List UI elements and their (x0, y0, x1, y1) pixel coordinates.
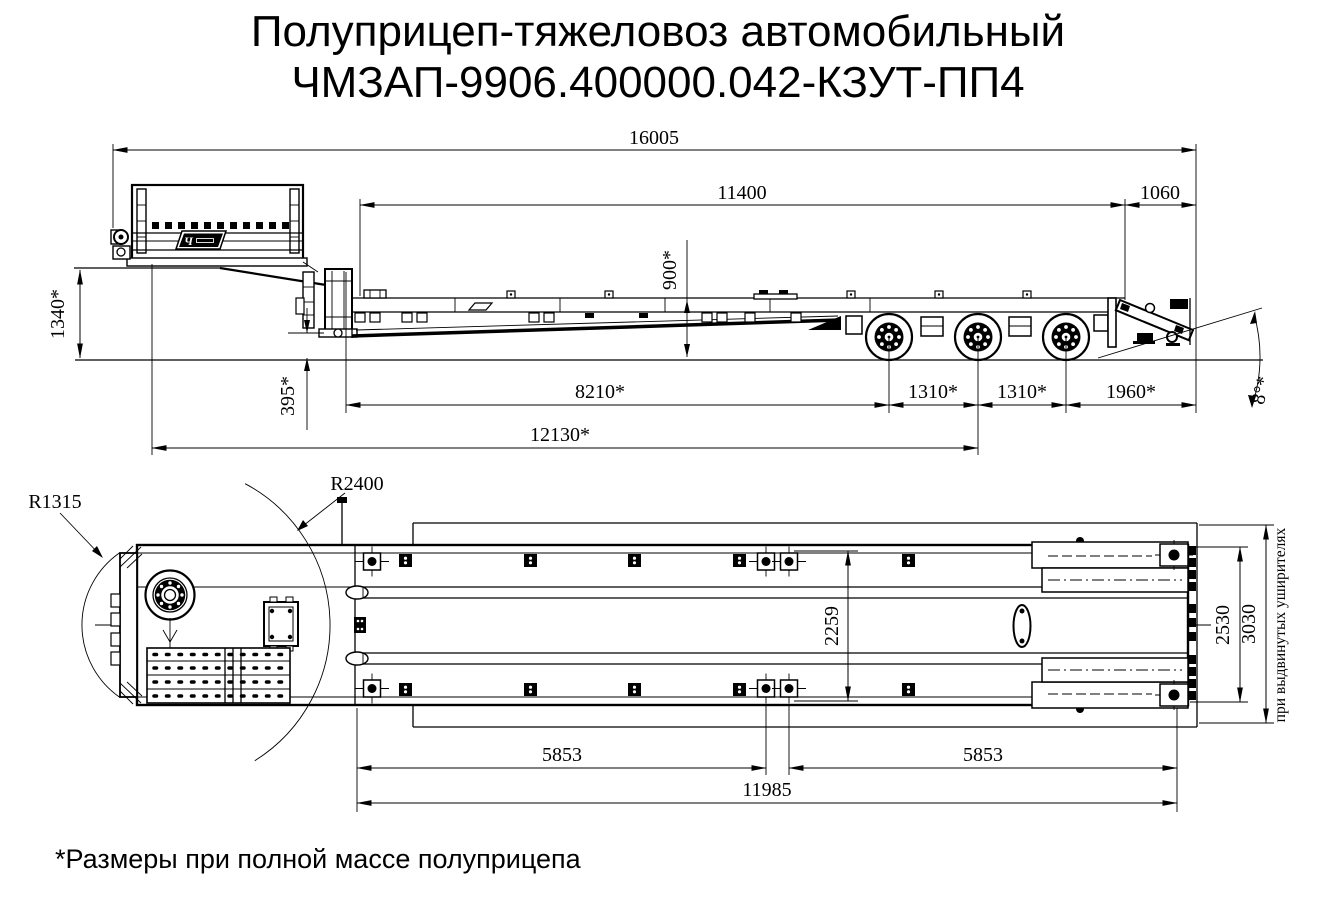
rear-ramp-side (1107, 297, 1195, 348)
footnote: *Размеры при полной массе полуприцепа (55, 844, 582, 874)
wheel-bogie (845, 312, 1109, 362)
plank-stack (146, 647, 291, 704)
dim-gooseneck-height: 1340* (47, 289, 69, 339)
dim-axle-spacing-2: 1310* (997, 381, 1047, 403)
main-deck-side (351, 289, 1125, 338)
dim-axle-spacing-1: 1310* (908, 381, 958, 403)
dim-ground-clearance-group: 395* (277, 308, 324, 430)
toolbox (263, 596, 299, 652)
title-line-2: ЧМЗАП-9906.400000.042-КЗУТ-ПП4 (291, 58, 1024, 107)
side-view: 16005 11400 1060 (47, 127, 1275, 455)
dim-deck-length: 11400 (717, 182, 766, 204)
dim-overall-length: 16005 (629, 127, 679, 149)
dim-inner-width: 2259 (821, 606, 843, 646)
gooseneck-side: Ч (110, 183, 308, 267)
rear-ramps-top (1031, 540, 1196, 710)
dim-rear-radius: R2400 (330, 473, 383, 495)
dim-rear-overhang: 1060 (1140, 182, 1180, 204)
drawing-title: Полуприцеп-тяжеловоз автомобильный ЧМЗАП… (251, 7, 1065, 107)
dim-right-section: 5853 (963, 744, 1003, 766)
spare-wheel (144, 569, 196, 656)
broadeners-outline (412, 522, 1198, 728)
deck-underside-brackets (354, 312, 802, 323)
top-width-dims: 2259 2530 3030 при выдвинутых уширителях (794, 524, 1289, 724)
dim-deck-height: 900* (659, 250, 681, 290)
logo-glyph: Ч (184, 234, 194, 248)
central-slot (1012, 604, 1032, 648)
dim-ramp-angle: 8°* (1247, 374, 1275, 407)
title-line-1: Полуприцеп-тяжеловоз автомобильный (251, 7, 1065, 56)
dim-left-section: 5853 (542, 744, 582, 766)
gooseneck-teeth (152, 222, 289, 229)
dim-axle-to-rear: 1960* (1106, 381, 1156, 403)
top-view: R1315 R2400 2259 2530 3030 при выдвинуты… (28, 473, 1289, 812)
swing-radii: R1315 R2400 (28, 473, 384, 762)
side-bottom-dims: 8210* 1310* 1310* 1960* 12130* (151, 264, 1197, 455)
top-length-dims: 5853 5853 11985 (356, 706, 1178, 812)
dim-front-to-mid-axle: 12130* (530, 424, 590, 446)
dim-platform-width: 2530 (1212, 605, 1234, 645)
dim-ground-clearance: 395* (277, 376, 299, 416)
extended-width-note: при выдвинутых уширителях (1272, 527, 1289, 722)
front-coupling (110, 229, 131, 260)
dim-deck-height-group: 900* (659, 240, 690, 357)
dim-gooseneck-height-group: 1340* (47, 269, 83, 359)
kingpin-assembly (74, 261, 358, 338)
dim-extended-width: 3030 (1238, 604, 1260, 644)
manufacturer-logo: Ч (174, 230, 228, 250)
dim-platform-length: 11985 (742, 779, 791, 801)
dim-kingpin-to-first-axle: 8210* (575, 381, 625, 403)
dim-front-radius: R1315 (28, 491, 81, 513)
